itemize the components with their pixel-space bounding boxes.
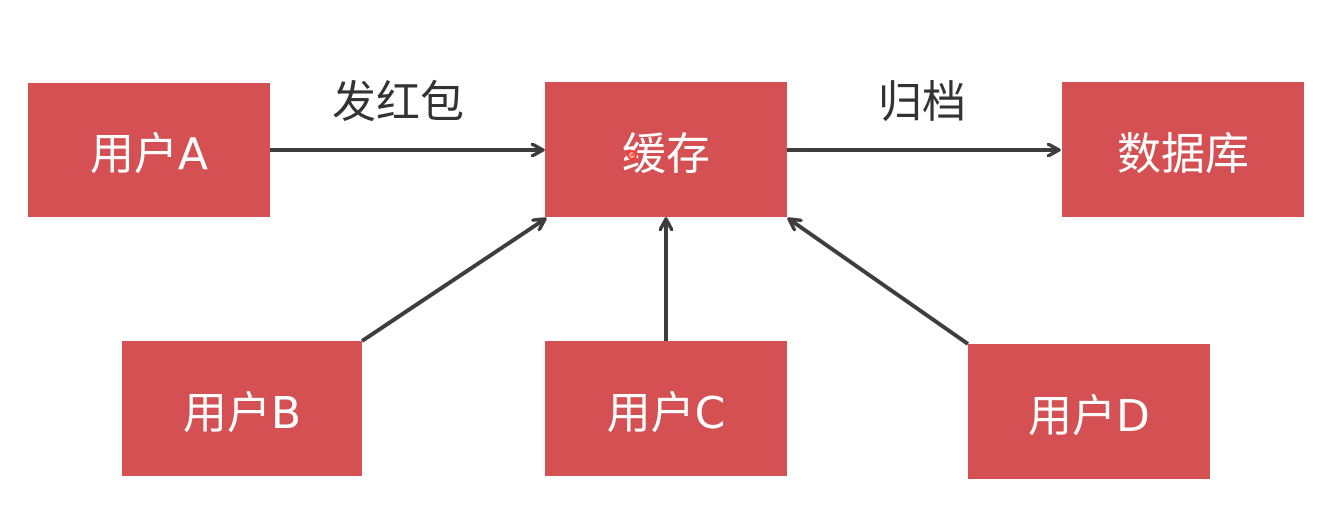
node-user-d: 用户D (968, 344, 1210, 479)
node-user-b: 用户B (122, 341, 362, 476)
node-database-label: 数据库 (1117, 128, 1249, 180)
node-user-b-label: 用户B (182, 387, 302, 439)
node-user-d-label: 用户D (1028, 390, 1150, 442)
node-cache: 缓存 (545, 82, 787, 217)
node-cache-label: 缓存 (622, 128, 710, 180)
node-user-c-label: 用户C (606, 387, 726, 439)
edge-label-archive: 归档 (878, 77, 966, 128)
node-database: 数据库 (1062, 82, 1304, 217)
cursor-dot-icon (627, 150, 637, 160)
node-user-a-label: 用户A (89, 129, 209, 180)
edge-user-d-to-cache (789, 219, 970, 346)
node-user-c: 用户C (545, 341, 787, 476)
edge-label-send-red-packet: 发红包 (332, 77, 464, 128)
node-user-a: 用户A (28, 83, 270, 217)
edge-user-b-to-cache (360, 219, 545, 343)
